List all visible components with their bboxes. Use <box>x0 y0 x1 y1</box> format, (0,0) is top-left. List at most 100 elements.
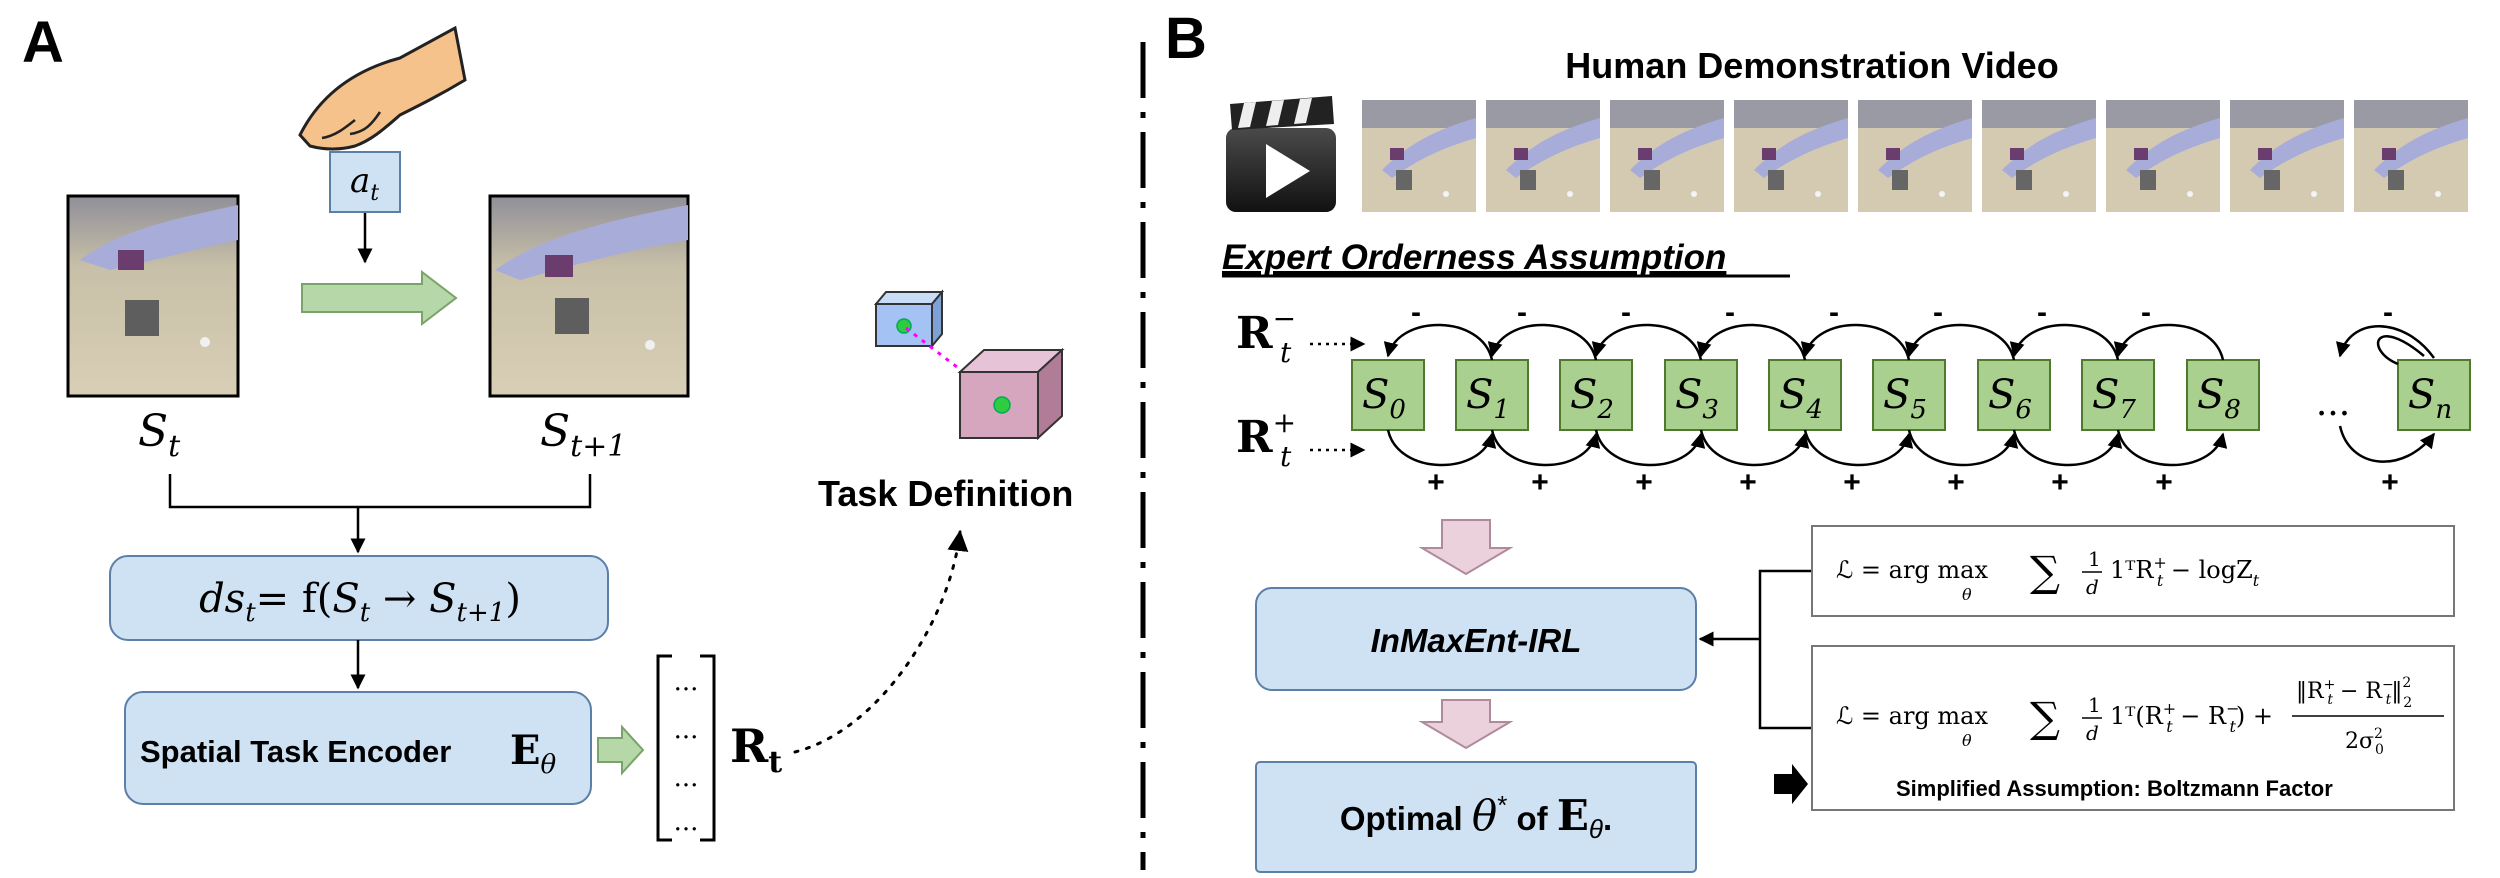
plus-arc <box>1490 429 1601 467</box>
loss1-box <box>1811 525 2455 617</box>
plus-arc <box>1907 429 2019 467</box>
minus-arc <box>1487 323 1598 361</box>
optimal-label: Optimal θ* of Eθ. <box>1340 790 1612 844</box>
chain-ellipsis: ... <box>2316 383 2350 424</box>
minus-arc-n <box>2376 335 2425 366</box>
minus-sign: - <box>2383 296 2393 329</box>
assumption-title: Expert Orderness Assumption <box>1222 238 1726 277</box>
state-node-label: S5 <box>1883 372 1927 425</box>
plus-arc <box>2012 429 2123 467</box>
video-frame <box>2106 100 2220 212</box>
irl-box <box>1255 587 1697 691</box>
plus-sign: + <box>1947 466 1965 499</box>
ds-formula: dst= f(St → St+1) <box>199 576 521 628</box>
video-frame <box>1858 100 1972 212</box>
svg-text:ℒ = arg max: ℒ = arg max <box>1836 556 1988 584</box>
svg-text:‖R+t − R−t‖22: ‖R+t − R−t‖22 <box>2296 675 2412 711</box>
state-node-label: S3 <box>1675 372 1719 425</box>
plus-arc <box>1386 429 1497 467</box>
svg-text:1ᵀ(R+t − R−t) +: 1ᵀ(R+t − R−t) + <box>2110 699 2273 736</box>
state-node-label: S4 <box>1779 372 1823 425</box>
minus-sign: - <box>1621 296 1631 329</box>
svg-text:∑: ∑ <box>2030 547 2060 596</box>
state-node-label: S8 <box>2197 372 2241 425</box>
svg-text:1ᵀR+t − logZt: 1ᵀR+t − logZt <box>2110 553 2260 590</box>
svg-text:d: d <box>2086 575 2099 599</box>
pink-arrow-top <box>1418 519 1514 576</box>
video-clapperboard-icon <box>1226 96 1336 212</box>
encoder-label: Spatial Task Encoder <box>140 734 451 769</box>
reward-vector: ... ... ... ... <box>656 654 716 842</box>
loss-connector <box>1758 569 1812 730</box>
boltzmann-pointer-icon <box>1774 764 1808 804</box>
action-label: at <box>350 161 379 206</box>
transition-arrow <box>301 269 458 327</box>
minus-arc <box>2009 323 2120 361</box>
optimal-box <box>1255 761 1697 873</box>
state-node-label: Sn <box>2408 372 2452 425</box>
r-plus-label: R+t <box>1236 406 1296 473</box>
svg-text:∑: ∑ <box>2030 693 2060 742</box>
minus-sign: - <box>1829 296 1839 329</box>
task-definition-label: Task Definition <box>818 473 1073 514</box>
plus-arc-n <box>2338 425 2435 463</box>
minus-sign: - <box>2141 296 2151 329</box>
plus-arc <box>1594 429 1706 467</box>
loss2-formula: ℒ = arg max θ ∑ 1 d 1ᵀ(R+t − R−t) + ‖R+t… <box>1836 675 2444 758</box>
state-t1-label: St+1 <box>540 406 626 464</box>
pink-cube-icon <box>957 347 1065 441</box>
merge-line <box>168 474 592 509</box>
hand-icon <box>298 25 467 151</box>
minus-sign: - <box>1933 296 1943 329</box>
video-frame <box>1734 100 1848 212</box>
plus-sign: + <box>1739 466 1757 499</box>
loss1-formula: ℒ = arg max θ ∑ 1 d 1ᵀR+t − logZt <box>1836 547 2260 604</box>
plus-sign: + <box>1843 466 1861 499</box>
video-frame <box>1610 100 1724 212</box>
minus-arc <box>1800 323 1911 361</box>
state-node-label: S0 <box>1362 372 1406 425</box>
svg-text:1: 1 <box>2088 693 2101 717</box>
reward-symbol: Rt <box>730 719 782 780</box>
state-t-photo <box>66 194 240 398</box>
state-t-label: St <box>138 406 181 464</box>
encoder-symbol: Eθ <box>510 727 557 780</box>
panel-b-letter: B <box>1165 6 1207 71</box>
vector-dots-3: ... <box>674 807 699 837</box>
state-node-label: S7 <box>2092 372 2136 425</box>
minus-sign: - <box>2037 296 2047 329</box>
irl-label: InMaxEnt-IRL <box>1371 622 1582 659</box>
state-node <box>2186 359 2260 431</box>
video-title: Human Demonstration Video <box>1565 45 2058 86</box>
loss2-box <box>1811 645 2455 811</box>
minus-arc <box>1591 323 1703 361</box>
svg-text:ℒ = arg max: ℒ = arg max <box>1836 702 1988 730</box>
plus-sign: + <box>1635 466 1653 499</box>
video-frames <box>1362 100 2468 212</box>
video-frame <box>1486 100 1600 212</box>
blue-cube-icon <box>873 289 945 349</box>
video-frame <box>2354 100 2468 212</box>
state-node-label: S2 <box>1570 372 1614 425</box>
plus-sign: + <box>2155 466 2173 499</box>
encoder-box <box>124 691 592 805</box>
video-frame <box>2230 100 2344 212</box>
plus-arc <box>1699 429 1810 467</box>
plus-arc <box>1803 429 1914 467</box>
plus-sign: + <box>1531 466 1549 499</box>
state-node <box>2397 359 2471 431</box>
minus-arc <box>1696 323 1807 361</box>
action-box <box>329 151 401 213</box>
minus-arc <box>1383 323 1494 361</box>
vector-dots-1: ... <box>674 715 699 745</box>
minus-sign: - <box>1411 296 1421 329</box>
minus-arc-n2 <box>2336 325 2436 359</box>
boltzmann-label: Simplified Assumption: Boltzmann Factor <box>1896 776 2333 801</box>
svg-text:d: d <box>2086 721 2099 745</box>
plus-sign: + <box>2381 466 2399 499</box>
pink-arrow-bottom <box>1418 699 1514 750</box>
